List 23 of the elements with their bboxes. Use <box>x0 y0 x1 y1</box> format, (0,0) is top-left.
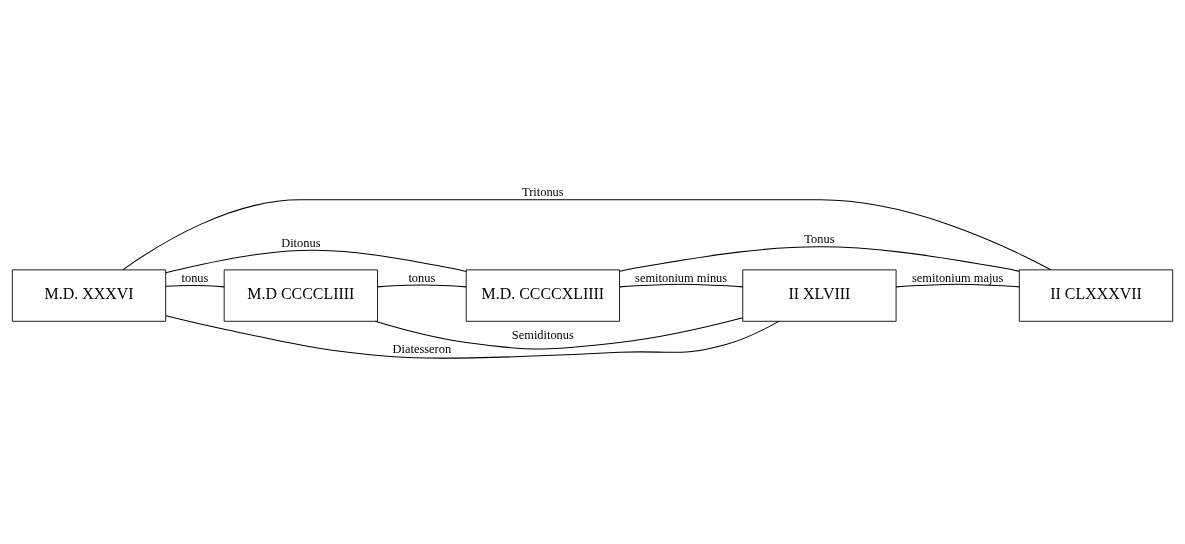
edge-label: Diatesseron <box>392 341 452 356</box>
connector <box>374 316 744 350</box>
node-box: M.D. XXXVI <box>11 268 167 322</box>
connector <box>165 314 780 359</box>
connector <box>619 245 1020 272</box>
edge-label: tonus <box>408 270 436 285</box>
edge-label: Ditonus <box>281 235 321 250</box>
edge-label: semitonium minus <box>635 270 728 285</box>
connector <box>895 283 1020 287</box>
connector <box>377 283 467 287</box>
connector <box>619 283 744 287</box>
node-box: M.D CCCCLIIII <box>223 268 378 322</box>
edge-label: Semiditonus <box>511 327 574 342</box>
node-box: II XLVIII <box>742 268 897 322</box>
edge-label: Tritonus <box>522 184 564 199</box>
edge-label: tonus <box>181 270 209 285</box>
node-box: II CLXXXVII <box>1018 268 1174 322</box>
connector <box>165 284 225 287</box>
connector <box>165 249 467 273</box>
node-box: M.D. CCCCXLIIII <box>465 268 620 322</box>
connector <box>122 198 1052 270</box>
edge-label: Tonus <box>804 231 835 246</box>
edge-label: semitonium majus <box>912 270 1004 285</box>
